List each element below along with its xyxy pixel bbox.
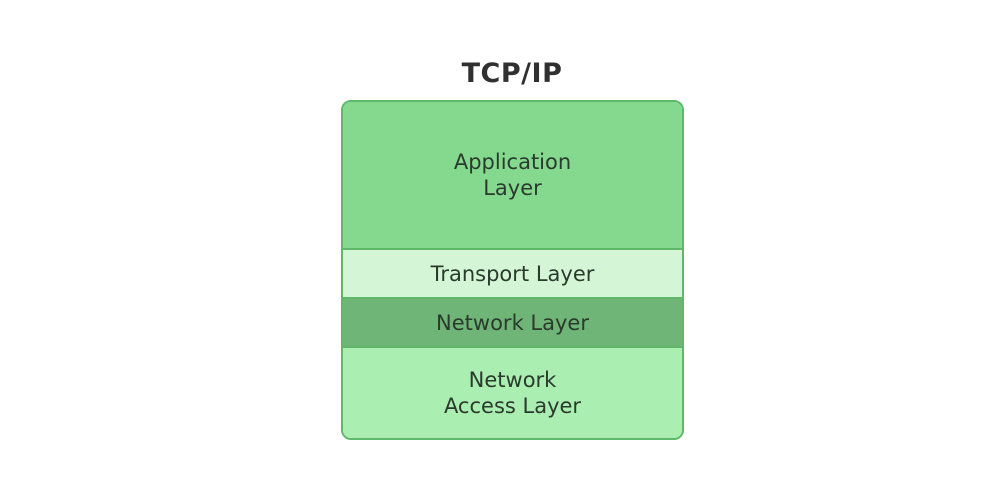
transport-layer-label: Transport Layer [430, 261, 595, 286]
network-access-layer-label: Network Access Layer [443, 368, 582, 418]
application-layer-box: Application Layer [343, 102, 682, 248]
transport-layer-box: Transport Layer [343, 248, 682, 297]
network-access-layer-box: Network Access Layer [343, 346, 682, 438]
network-layer-box: Network Layer [343, 297, 682, 346]
diagram-title: TCP/IP [461, 58, 563, 89]
network-layer-label: Network Layer [436, 310, 589, 335]
tcp-ip-layer-stack: Application Layer Transport Layer Networ… [341, 100, 684, 440]
application-layer-label: Application Layer [453, 150, 572, 200]
